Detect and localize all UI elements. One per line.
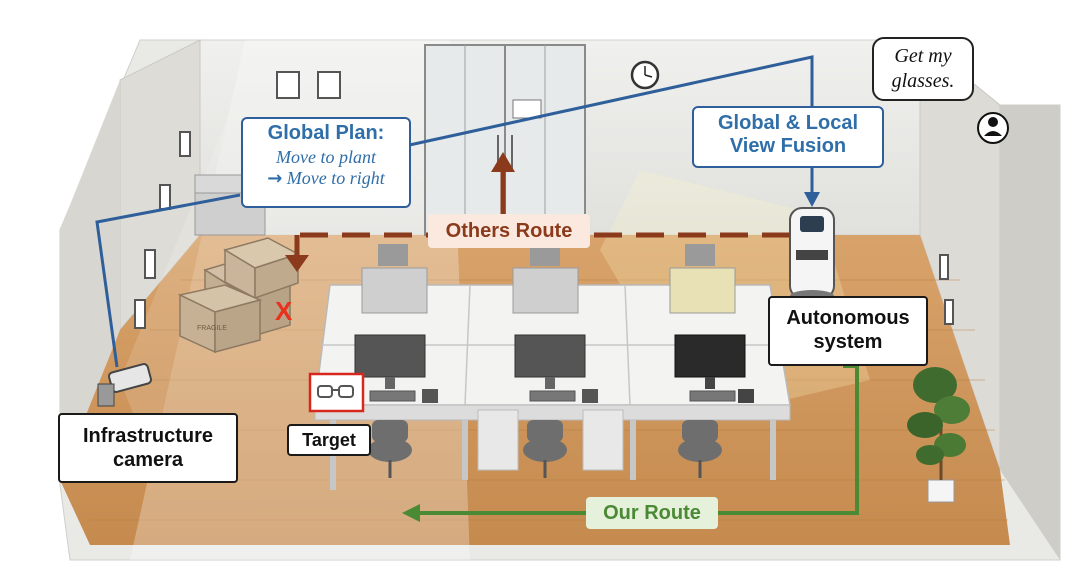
fusion-box: Global & Local View Fusion	[692, 106, 884, 168]
back-monitors	[361, 244, 736, 314]
arrow-right-icon: →	[267, 168, 283, 189]
camera-line2: camera	[112, 449, 184, 471]
fail-x-mark: X	[275, 296, 293, 326]
user-icon	[977, 112, 1009, 144]
robot-icon	[789, 207, 835, 302]
global-plan-title: Global Plan:	[267, 122, 385, 144]
cardboard-boxes: FRAGILE	[177, 237, 300, 354]
our-route-label: Our Route	[586, 497, 718, 529]
target-glasses	[308, 372, 365, 413]
autonomous-line1: Autonomous	[786, 307, 910, 329]
global-plan-box: Global Plan: Move to plant → Move to rig…	[241, 117, 411, 208]
wall-frames	[134, 71, 954, 329]
global-plan-step1: Move to plant	[276, 147, 376, 167]
target-label: Target	[287, 424, 371, 456]
global-plan-step2: Move to right	[286, 168, 385, 188]
others-route-arrow-down	[285, 255, 309, 272]
fragile-label: FRAGILE	[197, 325, 227, 332]
fusion-arrowhead	[804, 192, 820, 207]
camera-line1: Infrastructure	[82, 425, 214, 447]
fusion-line2: View Fusion	[729, 135, 847, 157]
glasses-icon	[317, 385, 354, 398]
others-route-label: Others Route	[428, 214, 590, 248]
plant-icon	[907, 367, 970, 503]
speech-bubble: Get my glasses.	[872, 37, 974, 101]
clock-icon	[630, 60, 660, 90]
autonomous-system-box: Autonomous system	[768, 296, 928, 366]
front-monitors	[354, 334, 754, 403]
camera-icon	[97, 363, 153, 407]
fusion-line1: Global & Local	[717, 112, 859, 134]
speech-line1: Get my	[894, 45, 952, 67]
others-route-arrow-up	[491, 152, 515, 172]
office-chairs	[368, 420, 722, 478]
autonomous-line2: system	[813, 331, 883, 353]
speech-line2: glasses.	[891, 70, 955, 92]
our-route-arrowhead	[402, 504, 420, 522]
infrastructure-camera-box: Infrastructure camera	[58, 413, 238, 483]
